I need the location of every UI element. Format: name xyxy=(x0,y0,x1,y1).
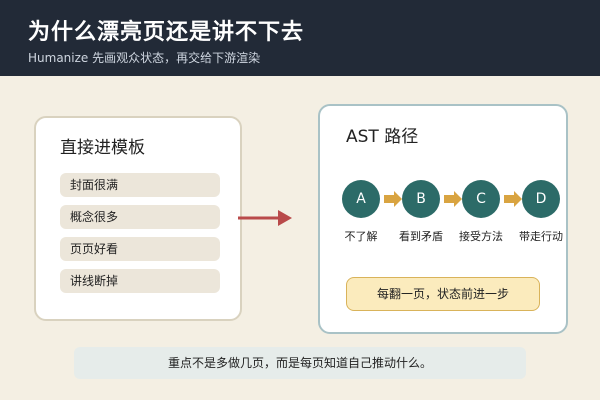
template-item: 页页好看 xyxy=(60,237,220,261)
template-card: 直接进模板 封面很满 概念很多 页页好看 讲线断掉 xyxy=(34,116,242,321)
flow-arrow-a-b xyxy=(384,191,402,207)
ast-node-d-label: 带走行动 xyxy=(519,230,563,243)
header-banner: 为什么漂亮页还是讲不下去 Humanize 先画观众状态，再交给下游渲染 xyxy=(0,0,600,76)
ast-node-c-label: 接受方法 xyxy=(459,230,503,243)
template-item: 封面很满 xyxy=(60,173,220,197)
ast-node-a-label: 不了解 xyxy=(344,230,378,243)
footer-note: 重点不是多做几页，而是每页知道自己推动什么。 xyxy=(74,347,526,379)
transition-arrow xyxy=(238,210,292,226)
template-item: 讲线断掉 xyxy=(60,269,220,293)
flow-arrow-b-c xyxy=(444,191,462,207)
page-title: 为什么漂亮页还是讲不下去 xyxy=(28,20,305,45)
ast-card: AST 路径 A B C D 不了解 看到矛盾 接受方法 带走行动 每翻一页，状… xyxy=(318,104,568,334)
ast-card-title: AST 路径 xyxy=(346,127,419,147)
flow-arrow-c-d xyxy=(504,191,522,207)
transition-arrow-head xyxy=(278,210,292,226)
template-item: 概念很多 xyxy=(60,205,220,229)
ast-node-d: D xyxy=(522,180,560,218)
ast-node-b-label: 看到矛盾 xyxy=(399,230,443,243)
ast-node-a: A xyxy=(342,180,380,218)
ast-node-b: B xyxy=(402,180,440,218)
page-subtitle: Humanize 先画观众状态，再交给下游渲染 xyxy=(28,51,261,65)
template-card-title: 直接进模板 xyxy=(60,138,145,158)
ast-node-c: C xyxy=(462,180,500,218)
ast-note: 每翻一页，状态前进一步 xyxy=(346,277,540,311)
